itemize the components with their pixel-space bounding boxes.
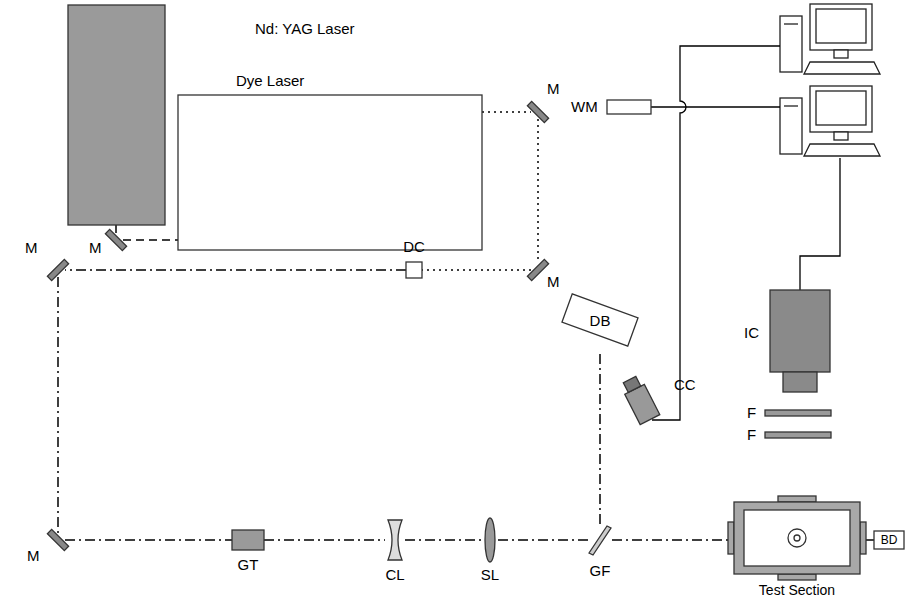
part-label: SL (481, 566, 499, 583)
part-label: Test Section (759, 582, 835, 599)
glan-prism: GT (232, 530, 264, 550)
spherical-lens: SL (482, 518, 498, 562)
wavemeter-shape (607, 100, 651, 114)
signal-wire (652, 46, 780, 420)
part-label: GF (590, 562, 611, 579)
mirror: M (531, 263, 545, 277)
part-label: M (25, 239, 38, 256)
laser-beam (482, 111, 531, 113)
laser-beam (599, 350, 601, 524)
beam-dump: BD (874, 531, 904, 549)
laser-head-shape (68, 5, 165, 225)
cylindrical-lens-shape (385, 520, 405, 560)
part-label: CL (385, 566, 404, 583)
doubling-crystal-shape (406, 262, 422, 278)
part-label: BD (881, 532, 898, 549)
signal-wire (800, 158, 840, 290)
laser-beam (422, 269, 531, 271)
test-section-shape (728, 496, 866, 580)
mirror-shape (531, 105, 545, 119)
part-label: IC (744, 324, 759, 341)
laser-beam (537, 119, 539, 263)
ccd-camera: CC (612, 368, 668, 432)
laser-beam (498, 539, 588, 541)
laser-beam (65, 539, 232, 541)
laser-beam (65, 269, 406, 271)
mirror-shape (531, 263, 545, 277)
cylindrical-lens: CL (385, 520, 405, 560)
part-label: DB (590, 312, 611, 329)
laser-head: Nd: YAG Laser (68, 5, 165, 225)
computer (780, 4, 880, 74)
wavemeter: WM (607, 100, 651, 114)
mirror-shape (51, 263, 65, 277)
part-label: GT (238, 556, 259, 573)
dye-laser-box: Dye Laser (178, 95, 482, 250)
laser-beam (57, 277, 59, 533)
mirror: M (51, 533, 65, 547)
computer (780, 86, 880, 156)
spherical-lens-shape (482, 518, 498, 562)
part-label: M (547, 80, 560, 97)
doubling-crystal: DC (406, 262, 422, 278)
filter: F (765, 432, 831, 438)
mirror: M (51, 263, 65, 277)
signal-wire (651, 106, 780, 107)
intensified-camera-shape (770, 290, 830, 392)
mirror-shape (51, 533, 65, 547)
dye-laser-box-shape (178, 95, 482, 250)
test-section: Test Section (728, 496, 866, 580)
part-label: F (747, 404, 756, 421)
part-label: Nd: YAG Laser (255, 20, 355, 37)
intensified-camera: IC (770, 290, 830, 392)
laser-beam (115, 225, 117, 233)
laser-beam (123, 239, 178, 241)
part-label: DC (403, 238, 425, 255)
mirror: M (109, 233, 123, 247)
glass-plate: GF (588, 524, 612, 556)
part-label: Dye Laser (236, 72, 304, 89)
dump-box: DB (557, 290, 643, 350)
mirror-shape (109, 233, 123, 247)
glass-plate-shape (588, 524, 612, 556)
mirror: M (531, 105, 545, 119)
part-label: CC (674, 376, 696, 393)
part-label: M (547, 273, 560, 290)
laser-beam (405, 539, 482, 541)
part-label: M (27, 547, 40, 564)
part-label: M (89, 239, 102, 256)
laser-beam (264, 539, 385, 541)
filter: F (765, 410, 831, 416)
part-label: F (747, 426, 756, 443)
filter-shape (765, 432, 831, 438)
part-label: WM (571, 98, 598, 115)
ccd-camera-shape (612, 368, 668, 432)
filter-shape (765, 410, 831, 416)
glan-prism-shape (232, 530, 264, 550)
laser-beam (612, 539, 728, 541)
laser-beam (866, 539, 874, 541)
